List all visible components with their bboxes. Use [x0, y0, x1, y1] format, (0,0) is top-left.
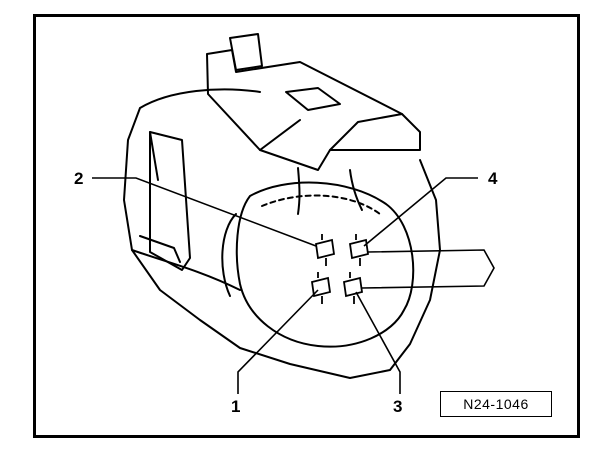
leader-line-1 — [237, 289, 319, 394]
callout-label-3: 3 — [393, 397, 402, 416]
callout-label-4: 4 — [488, 169, 498, 188]
latch-slot — [285, 87, 341, 111]
leader-line-2 — [92, 177, 317, 247]
callout-label-1: 1 — [231, 397, 240, 416]
pin-contact-2 — [314, 234, 336, 266]
leader-bracket-4 — [361, 249, 495, 289]
side-rib — [149, 131, 191, 271]
leader-line-4 — [363, 177, 478, 247]
connector-body — [123, 88, 441, 379]
callout-label-2: 2 — [74, 169, 83, 188]
pin-contact-3 — [342, 272, 364, 304]
front-face — [235, 181, 415, 348]
latch-housing — [206, 49, 421, 171]
leader-line-3 — [355, 291, 401, 394]
pin-contact-1 — [310, 272, 332, 304]
figure-reference-code: N24-1046 — [463, 396, 529, 412]
figure-reference-box: N24-1046 — [440, 391, 552, 417]
pin-contact-4 — [348, 234, 370, 266]
